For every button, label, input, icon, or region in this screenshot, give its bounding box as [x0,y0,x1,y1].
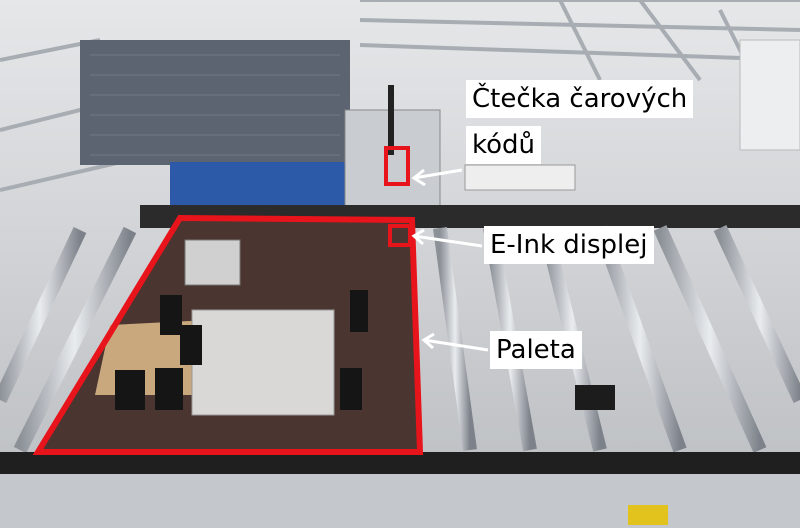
arrow-eink [411,228,483,248]
metal-tray [184,239,241,286]
back-box [464,164,576,191]
conveyor-sensor [575,385,615,410]
conveyor-base [0,474,800,528]
barcode-reader-label: Čtečka čarových [466,80,694,118]
antenna [388,85,394,155]
conveyor-rail-front [0,452,800,474]
pegboard-panel [80,40,350,165]
metal-plate [191,309,335,416]
clamps [115,290,368,410]
barcode-reader-highlight [384,146,410,186]
yellow-tag [628,505,668,525]
pallet-label: Paleta [490,331,582,369]
barcode-reader-label-line2: kódů [466,126,542,164]
machine-cabinet [739,39,800,151]
arrow-barcode-reader [411,168,463,187]
pallet-highlight [32,214,424,455]
eink-highlight [388,224,412,247]
annotation-arrows [411,168,489,352]
background-racks [0,0,800,192]
eink-display-label: E-Ink displej [484,226,654,264]
arrow-pallet [421,332,489,352]
